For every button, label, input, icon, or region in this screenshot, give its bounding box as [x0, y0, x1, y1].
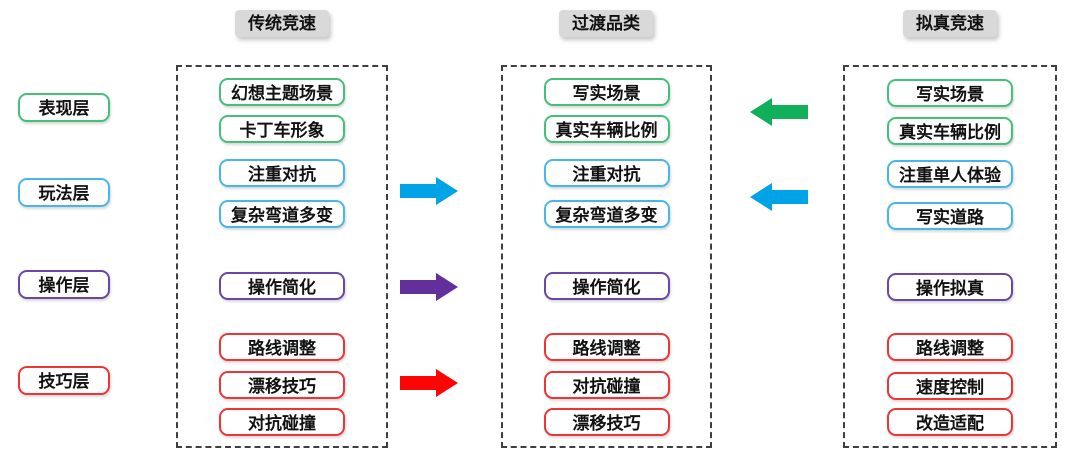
item-box: 操作简化 [219, 272, 345, 300]
item-box: 真实车辆比例 [543, 115, 670, 143]
arrow-right-gameplay-icon [400, 177, 458, 205]
column-header-transition-category: 过渡品类 [559, 10, 653, 37]
item-box: 速度控制 [887, 372, 1013, 400]
layer-label-presentation: 表现层 [18, 93, 110, 122]
item-box: 操作简化 [543, 272, 670, 300]
column-header-traditional-racing: 传统竞速 [235, 10, 329, 37]
item-box: 复杂弯道多变 [543, 200, 670, 228]
item-box: 漂移技巧 [219, 371, 345, 399]
item-box: 注重对抗 [219, 159, 345, 187]
arrow-left-presentation-icon [750, 98, 808, 126]
item-box: 对抗碰撞 [543, 371, 670, 399]
item-box: 卡丁车形象 [219, 115, 345, 143]
item-box: 路线调整 [219, 333, 345, 361]
column-transition-category: 写实场景 真实车辆比例 注重对抗 复杂弯道多变 操作简化 路线调整 对抗碰撞 漂… [501, 65, 712, 448]
item-box: 幻想主题场景 [219, 78, 345, 106]
item-box: 改造适配 [887, 408, 1013, 436]
column-simulation-racing: 写实场景 真实车辆比例 注重单人体验 写实道路 操作拟真 路线调整 速度控制 改… [843, 65, 1057, 448]
arrow-right-skill-icon [400, 369, 458, 397]
item-box: 对抗碰撞 [219, 408, 345, 436]
arrow-left-gameplay-icon [750, 183, 808, 211]
layer-label-operation: 操作层 [18, 270, 110, 299]
layer-label-gameplay: 玩法层 [18, 178, 110, 207]
item-box: 写实场景 [543, 78, 670, 106]
item-box: 路线调整 [543, 333, 670, 361]
item-box: 漂移技巧 [543, 408, 670, 436]
item-box: 真实车辆比例 [887, 117, 1013, 145]
column-traditional-racing: 幻想主题场景 卡丁车形象 注重对抗 复杂弯道多变 操作简化 路线调整 漂移技巧 … [176, 65, 388, 448]
item-box: 注重单人体验 [887, 160, 1013, 188]
column-header-simulation-racing: 拟真竞速 [903, 10, 997, 37]
item-box: 注重对抗 [543, 159, 670, 187]
item-box: 写实道路 [887, 202, 1013, 230]
item-box: 复杂弯道多变 [219, 200, 345, 228]
item-box: 操作拟真 [887, 273, 1013, 301]
item-box: 路线调整 [887, 333, 1013, 361]
arrow-right-operation-icon [400, 273, 458, 301]
layer-label-skill: 技巧层 [18, 366, 110, 395]
item-box: 写实场景 [887, 79, 1013, 107]
